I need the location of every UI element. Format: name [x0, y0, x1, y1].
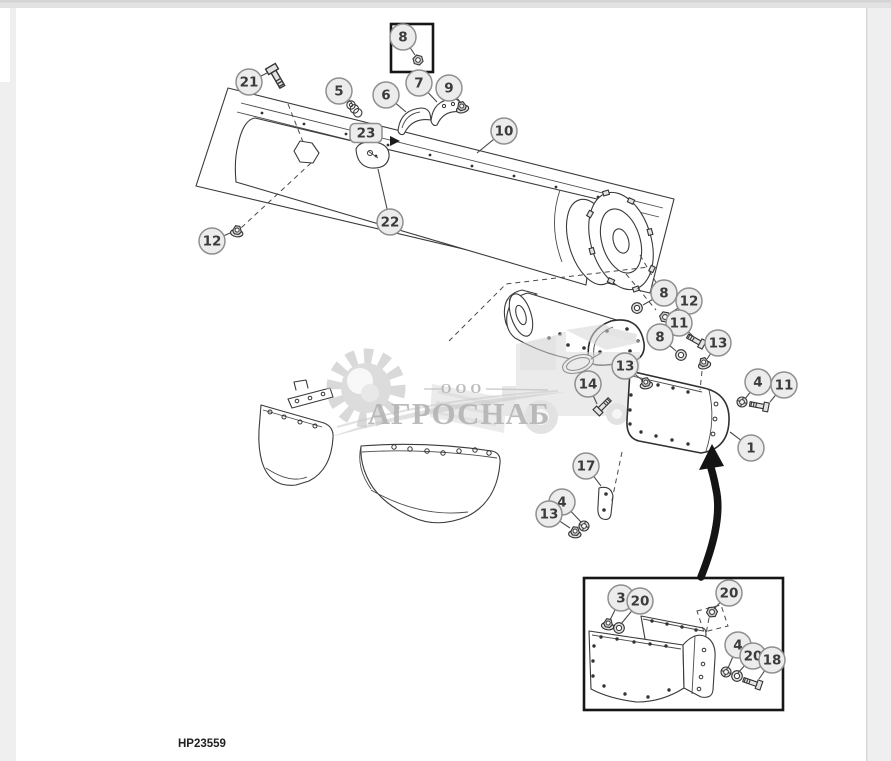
callout-8: 8 — [389, 23, 417, 56]
svg-text:11: 11 — [775, 378, 794, 394]
callout-11: 11 — [665, 309, 696, 339]
svg-text:8: 8 — [659, 286, 668, 302]
svg-text:8: 8 — [655, 330, 664, 346]
auger-tube — [234, 117, 656, 293]
callout-5: 5 — [325, 77, 353, 105]
clamp-6-glyph — [397, 107, 432, 136]
inset-detail-box — [582, 576, 785, 712]
callout-17: 17 — [572, 452, 602, 487]
callout-8: 8 — [646, 323, 677, 352]
callout-11: 11 — [769, 371, 798, 403]
top-bar — [0, 0, 891, 8]
svg-text:4: 4 — [733, 638, 742, 654]
svg-text:1: 1 — [746, 441, 755, 457]
callout-14: 14 — [574, 370, 602, 405]
svg-text:3: 3 — [616, 591, 625, 607]
svg-text:21: 21 — [240, 75, 259, 91]
washer-20-glyph — [613, 622, 625, 634]
callout-20: 20 — [620, 587, 654, 625]
callout-8: 8 — [642, 279, 678, 307]
deflector-left — [258, 379, 334, 486]
washer-8-glyph — [675, 349, 687, 361]
svg-text:13: 13 — [709, 336, 728, 352]
hex-opening — [293, 140, 320, 164]
callout-22: 22 — [376, 168, 404, 236]
deflector-right — [359, 443, 501, 524]
washer-4-glyph — [578, 520, 590, 532]
svg-text:7: 7 — [414, 76, 423, 92]
svg-text:10: 10 — [495, 124, 514, 140]
page-background — [16, 8, 866, 761]
watermark: ООО АГРОСНАБ — [326, 324, 642, 438]
fasteners — [229, 53, 770, 539]
callout-20: 20 — [713, 579, 743, 610]
callout-1: 1 — [729, 431, 765, 462]
svg-text:11: 11 — [670, 316, 689, 332]
svg-text:4: 4 — [557, 495, 566, 511]
svg-text:14: 14 — [579, 377, 598, 393]
svg-text:5: 5 — [334, 84, 343, 100]
top-bar-edge — [0, 0, 891, 3]
svg-text:13: 13 — [616, 359, 635, 375]
callout-23: 23 — [349, 122, 383, 144]
tube-flange — [586, 189, 656, 293]
svg-text:12: 12 — [680, 294, 699, 310]
svg-text:8: 8 — [398, 30, 407, 46]
svg-text:13: 13 — [540, 507, 559, 523]
inset-shield — [588, 615, 716, 703]
svg-text:20: 20 — [720, 586, 739, 602]
strap-17 — [597, 486, 614, 520]
pointer-arrowhead — [390, 136, 400, 146]
callout-7: 7 — [405, 69, 438, 103]
callout-10: 10 — [476, 117, 518, 154]
callout-13: 13 — [611, 352, 643, 381]
callout-9: 9 — [435, 74, 463, 104]
svg-text:18: 18 — [763, 653, 782, 669]
pointer-arrow — [697, 444, 724, 581]
callout-6: 6 — [372, 81, 407, 113]
watermark-org-type: ООО — [441, 382, 486, 397]
flange-stud — [601, 189, 611, 197]
page-right-edge — [866, 8, 868, 761]
figure-code: HP23559 — [178, 738, 226, 750]
callout-21: 21 — [235, 68, 268, 96]
washer-8-glyph — [631, 302, 643, 314]
callout-13: 13 — [535, 500, 571, 529]
svg-text:17: 17 — [577, 459, 596, 475]
callout-13: 13 — [704, 329, 732, 360]
svg-text:9: 9 — [444, 81, 453, 97]
flange-stud — [588, 246, 596, 256]
svg-text:4: 4 — [753, 375, 762, 391]
callout-12: 12 — [198, 227, 231, 255]
inset-bracket-outline — [696, 604, 729, 633]
discharge-shield-1 — [626, 370, 730, 454]
washer-4-glyph — [720, 666, 732, 678]
svg-text:20: 20 — [744, 649, 763, 665]
watermark-org-name: АГРОСНАБ — [368, 396, 551, 431]
flange-stud — [646, 227, 654, 237]
svg-text:6: 6 — [381, 88, 390, 104]
washer-20-glyph — [731, 670, 743, 682]
left-margin-notch — [0, 8, 10, 82]
svg-text:12: 12 — [203, 234, 222, 250]
svg-text:23: 23 — [357, 126, 376, 142]
svg-text:20: 20 — [631, 594, 650, 610]
svg-text:22: 22 — [381, 215, 400, 231]
callout-18: 18 — [758, 646, 786, 680]
